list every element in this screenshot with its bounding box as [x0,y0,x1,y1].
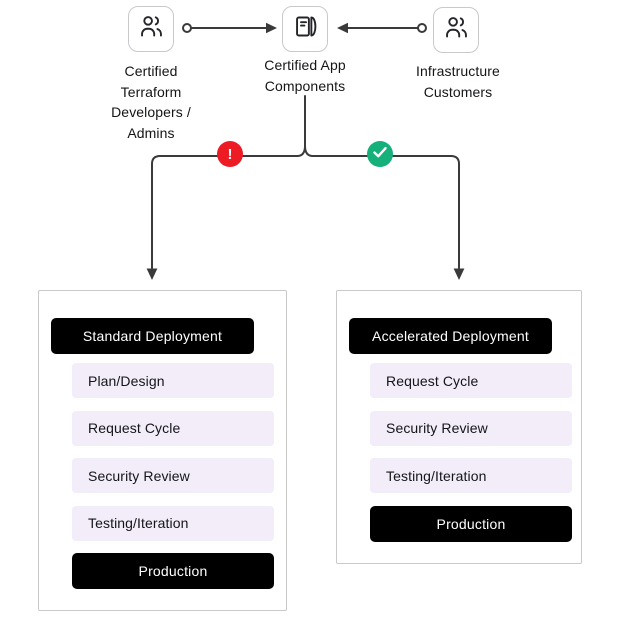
standard-deployment-title: Standard Deployment [51,318,254,354]
step-production: Production [72,553,274,589]
step-plan-design: Plan/Design [72,363,274,398]
certified-app-components-label: Certified App Components [264,57,346,94]
terraform-developers-label: Certified Terraform Developers / Admins [111,63,191,141]
warning-badge: ! [217,141,243,167]
step-security-review: Security Review [72,458,274,493]
node-certified-app-components [282,6,328,52]
infrastructure-customers-label: Infrastructure Customers [416,63,500,100]
checkmark-icon [367,139,393,170]
accelerated-deployment-title: Accelerated Deployment [349,318,552,354]
users-icon [443,14,470,46]
node-terraform-developers [128,6,174,52]
users-icon [138,13,165,45]
step-request-cycle: Request Cycle [370,363,572,398]
step-testing-iteration: Testing/Iteration [370,458,572,493]
step-testing-iteration: Testing/Iteration [72,505,274,541]
book-icon [292,13,319,45]
standard-deployment-panel: Standard Deployment Plan/Design Request … [38,290,287,611]
step-production: Production [370,505,572,542]
step-security-review: Security Review [370,410,572,446]
accelerated-deployment-panel: Accelerated Deployment Request Cycle Sec… [336,290,582,564]
node-infrastructure-customers [433,7,479,53]
success-badge [367,141,393,167]
step-request-cycle: Request Cycle [72,410,274,446]
exclamation-icon: ! [227,145,233,163]
